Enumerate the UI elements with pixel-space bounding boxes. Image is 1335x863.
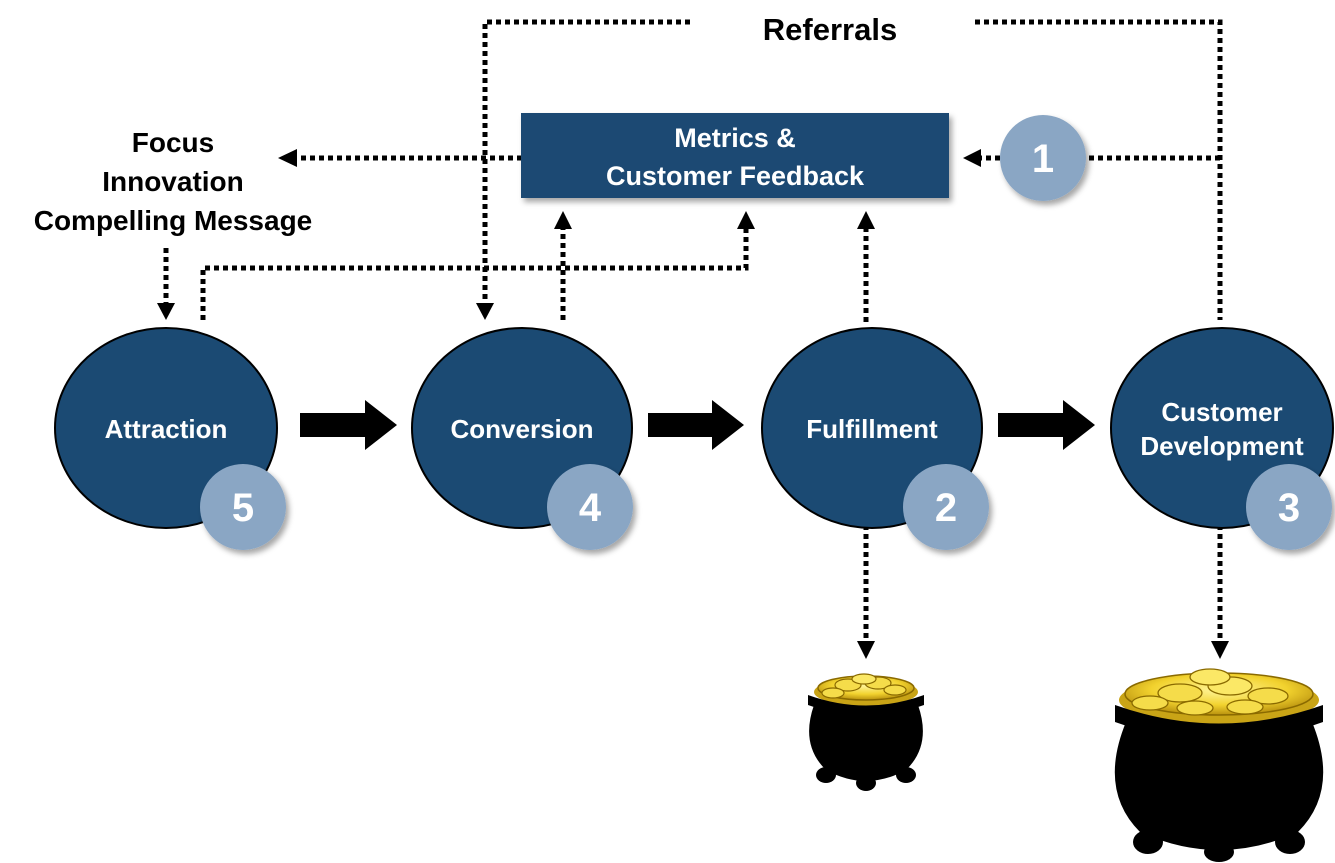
small-pot-of-gold-icon <box>808 673 924 791</box>
large-pot-of-gold-icon <box>1114 668 1324 862</box>
arrowhead-to-conversion <box>476 303 494 320</box>
arrowhead-down-small-pot <box>857 641 875 659</box>
flow-arrow-fulfillment-to-development <box>998 400 1095 450</box>
flow-arrow-attraction-to-conversion <box>300 400 397 450</box>
focus-note-line1: Focus <box>132 127 214 158</box>
stage-conversion-label: Conversion <box>450 414 593 444</box>
referrals-label: Referrals <box>763 12 897 47</box>
step-badge-5-number: 5 <box>232 486 254 530</box>
step-badge-4: 4 <box>547 464 633 550</box>
arrowhead-up-attraction <box>737 211 755 229</box>
stage-customer-development-line1: Customer <box>1161 397 1282 427</box>
focus-note-line3: Compelling Message <box>34 205 313 236</box>
focus-note: Focus Innovation Compelling Message <box>34 127 313 236</box>
connector-arrowheads <box>157 149 1229 659</box>
arrowhead-to-attraction <box>157 303 175 320</box>
metrics-box-line2: Customer Feedback <box>606 161 865 191</box>
step-badge-4-number: 4 <box>579 486 602 530</box>
step-badge-5: 5 <box>200 464 286 550</box>
step-badge-3-number: 3 <box>1278 486 1300 530</box>
metrics-box-line1: Metrics & <box>674 123 796 153</box>
stage-attraction-label: Attraction <box>105 414 228 444</box>
flow-arrow-conversion-to-fulfillment <box>648 400 744 450</box>
step-badge-3: 3 <box>1246 464 1332 550</box>
arrowhead-to-metrics-right <box>963 149 981 167</box>
step-badge-1-number: 1 <box>1032 137 1054 181</box>
stage-customer-development-line2: Development <box>1140 431 1304 461</box>
step-badge-2: 2 <box>903 464 989 550</box>
arrowhead-down-large-pot <box>1211 641 1229 659</box>
attraction-to-metrics-line <box>200 228 749 320</box>
arrowhead-up-conversion <box>554 211 572 229</box>
dotted-connectors <box>163 19 1223 643</box>
flow-arrows <box>300 400 1095 450</box>
stage-fulfillment-label: Fulfillment <box>806 414 938 444</box>
step-badge-1: 1 <box>1000 115 1086 201</box>
step-badge-2-number: 2 <box>935 486 957 530</box>
metrics-feedback-box: Metrics & Customer Feedback <box>521 113 949 198</box>
referrals-loop-right <box>975 19 1223 320</box>
arrowhead-up-fulfillment <box>857 211 875 229</box>
arrowhead-to-focus <box>278 149 297 167</box>
focus-note-line2: Innovation <box>102 166 244 197</box>
